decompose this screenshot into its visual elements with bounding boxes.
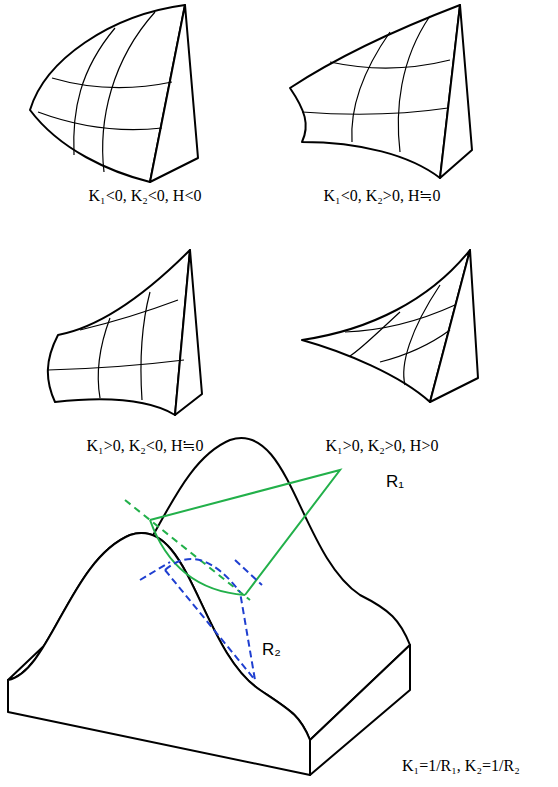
radius-label: R₂ [262, 640, 281, 660]
surface-patch [48, 250, 190, 415]
radius-r2 [140, 559, 262, 680]
surface-patch [290, 5, 460, 178]
surface-side [150, 5, 198, 182]
curvature-caption: K₁<0, K₂<0, H<0 [89, 186, 202, 205]
radius-r1 [125, 470, 340, 600]
terrain-side [310, 645, 410, 775]
curvature-caption: K₁>0, K₂>0, H>0 [326, 436, 439, 455]
surface-side [430, 250, 478, 402]
surface-side [175, 250, 202, 415]
surface-side [440, 5, 472, 178]
formula-label: K₁=1/R₁, K₂=1/R₂ [402, 756, 520, 775]
curvature-caption: K₁>0, K₂<0, H≒0 [87, 436, 204, 455]
curvature-caption: K₁<0, K₂>0, H≒0 [324, 186, 441, 205]
radius-label: R₁ [386, 472, 404, 492]
